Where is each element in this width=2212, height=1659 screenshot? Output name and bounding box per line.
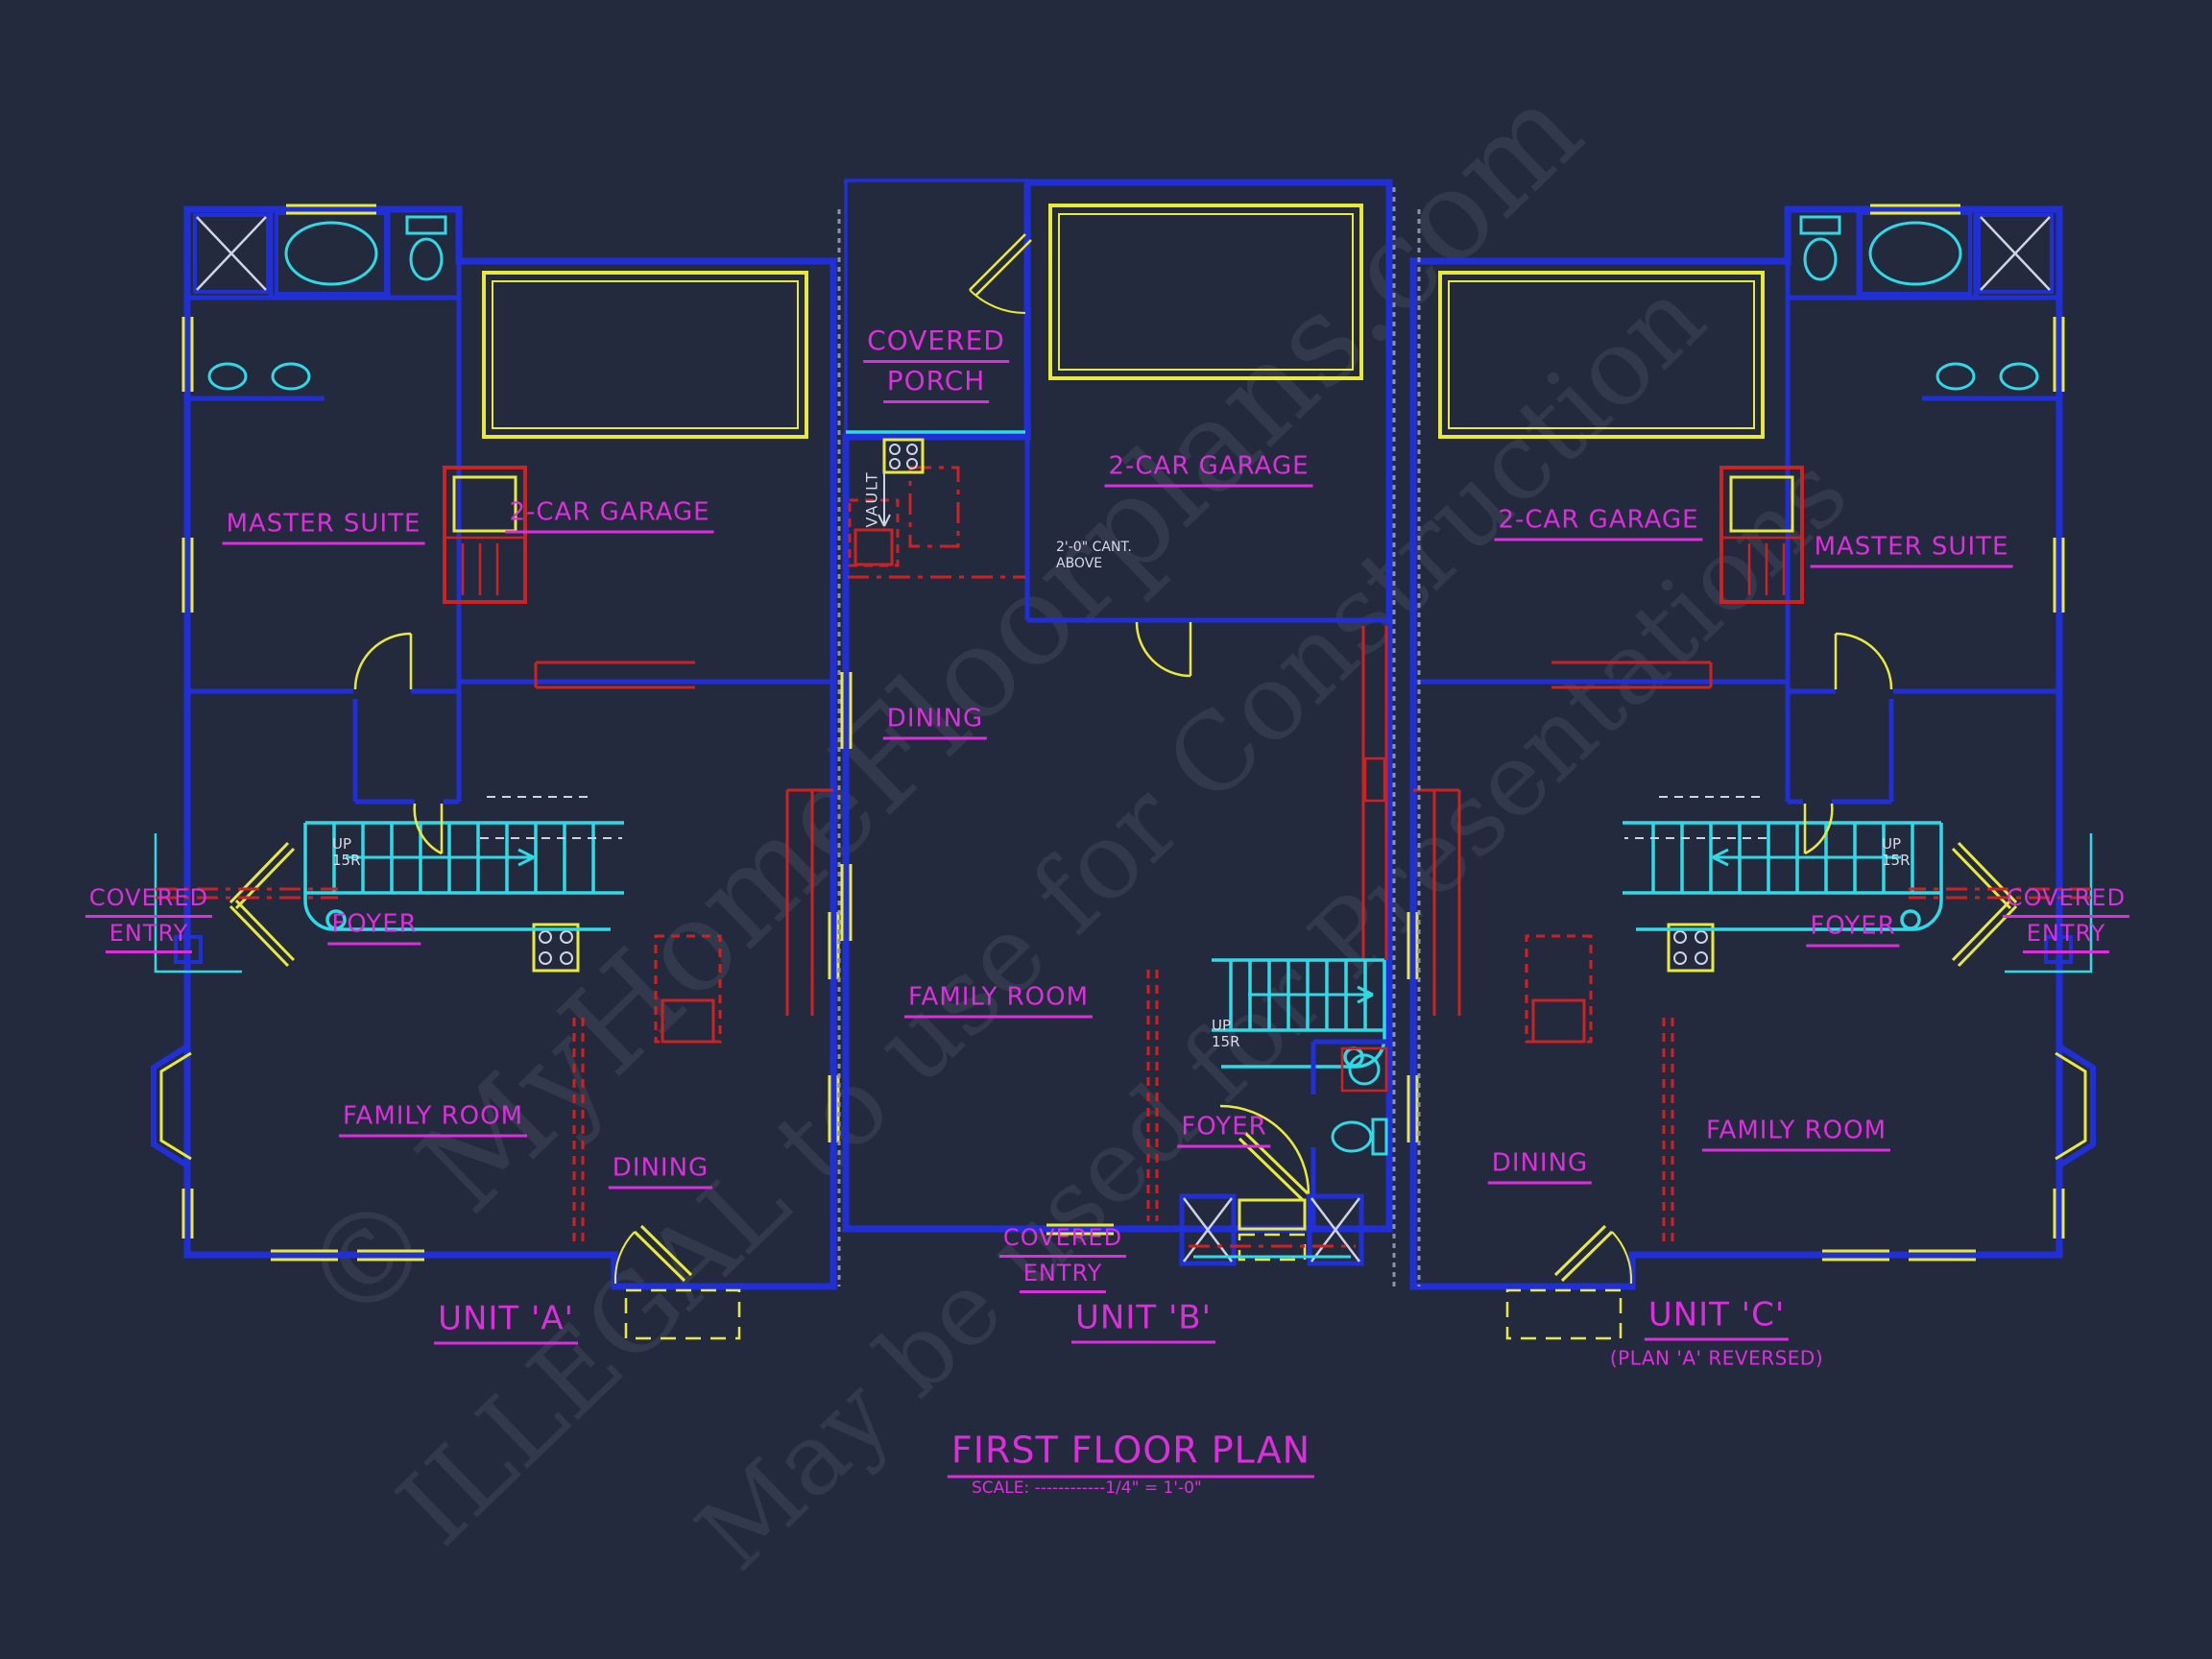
room-label-garage-c: 2-CAR GARAGE [1494, 506, 1703, 541]
room-label-family-room-a: FAMILY ROOM [338, 1102, 528, 1138]
sheet-title: FIRST FLOOR PLAN [947, 1430, 1315, 1479]
room-label-master-suite-c: MASTER SUITE [1810, 533, 2013, 568]
unit-a-title: UNIT 'A' [434, 1300, 578, 1345]
room-label-covered-porch: COVERED PORCH [863, 325, 1009, 405]
unit-c-title: UNIT 'C' (PLAN 'A' REVERSED) [1609, 1295, 1824, 1370]
cantilever-note: 2'-0" CANT.ABOVE [1056, 540, 1132, 571]
party-wall-hatching [837, 187, 1421, 1286]
room-label-foyer-c: FOYER [1806, 912, 1900, 948]
unit-b-title: UNIT 'B' [1071, 1299, 1215, 1344]
room-label-garage-a: 2-CAR GARAGE [505, 498, 714, 534]
room-label-dining-b: DINING [882, 705, 988, 740]
unit-a-drawing [151, 204, 840, 1340]
room-label-covered-entry-left: COVERED ENTRY [84, 884, 213, 955]
vault-arrow-icon [878, 472, 891, 527]
unit-b-drawing [840, 179, 1393, 1266]
room-label-foyer-b: FOYER [1177, 1113, 1271, 1148]
vault-label: VAULT [862, 470, 881, 528]
room-label-garage-b: 2-CAR GARAGE [1104, 452, 1313, 488]
room-label-dining-a: DINING [608, 1154, 713, 1190]
room-label-foyer-a: FOYER [327, 910, 421, 946]
room-label-covered-entry-right: COVERED ENTRY [2002, 884, 2130, 955]
room-label-family-room-c: FAMILY ROOM [1701, 1117, 1891, 1152]
sheet-scale: SCALE: ------------1/4" = 1'-0" [972, 1479, 1202, 1498]
room-label-dining-c: DINING [1487, 1149, 1593, 1185]
room-label-covered-entry-bottom: COVERED ENTRY [998, 1224, 1127, 1295]
room-label-master-suite-a: MASTER SUITE [222, 510, 425, 545]
room-label-family-room-b: FAMILY ROOM [903, 983, 1094, 1019]
